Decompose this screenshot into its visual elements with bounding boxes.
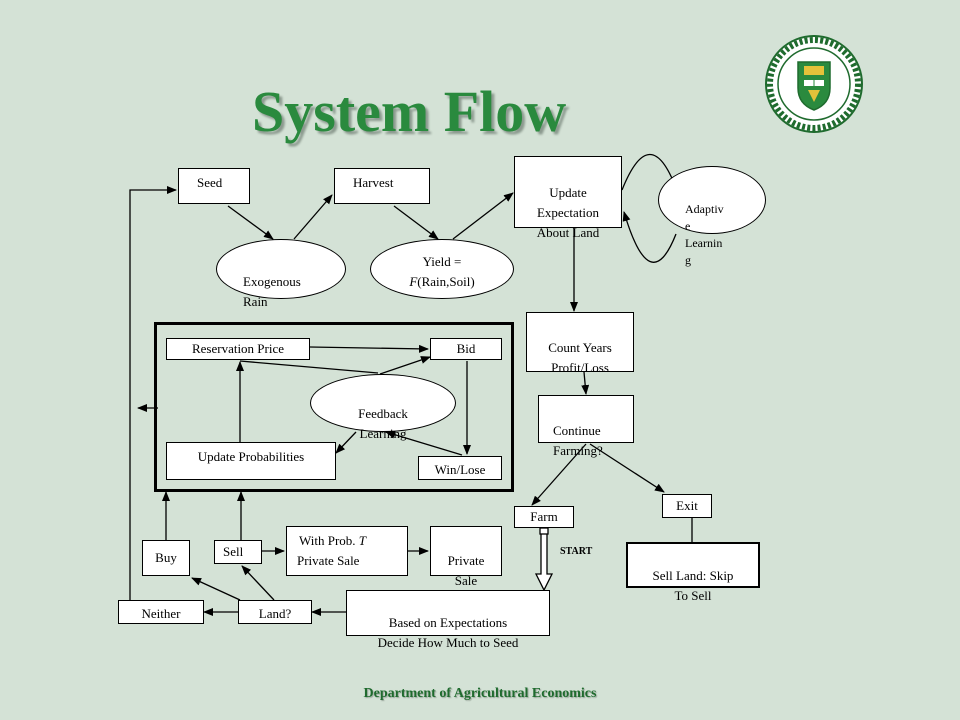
based-on-expectations-box: Based on Expectations Decide How Much to…: [346, 590, 550, 650]
harvest-label: Harvest: [353, 175, 394, 190]
bid-label: Bid: [456, 341, 476, 356]
neither-box: Neither: [118, 600, 204, 624]
update-expectation-label: Update Expectation About Land: [536, 185, 600, 240]
exit-box: Exit: [662, 494, 712, 518]
university-logo: [765, 35, 863, 133]
arrow-reservation-bid: [309, 344, 429, 353]
yield-oval: Yield = F(Rain,Soil): [370, 239, 514, 299]
private-sale-box: Private Sale: [430, 526, 502, 588]
arrow-neither-seed: [129, 186, 177, 600]
count-years-label: Count Years Profit/Loss: [548, 340, 612, 375]
feedback-learning-oval: Feedback Learning: [310, 374, 456, 441]
continue-farming-label: Continue Farming?: [553, 423, 603, 458]
exogenous-rain-oval: Exogenous Rain: [216, 239, 346, 309]
arrow-adaptive-update: [622, 211, 677, 263]
footer-department: Department of Agricultural Economics: [363, 686, 597, 701]
yield-label: Yield =: [422, 254, 462, 269]
harvest-box: Harvest: [334, 168, 430, 204]
exit-label: Exit: [676, 498, 698, 513]
adaptive-learning-label: Adaptiv e Learnin g: [685, 202, 724, 267]
count-years-box: Count Years Profit/Loss: [526, 312, 634, 375]
continue-farming-box: Continue Farming?: [538, 395, 634, 458]
sell-land-skip-box: Sell Land: Skip To Sell: [626, 542, 760, 603]
arrow-rain-harvest: [293, 194, 333, 240]
update-expectation-box: Update Expectation About Land: [514, 156, 622, 240]
arrow-feedback-updateprob: [335, 431, 357, 454]
arrow-update-adaptive: [621, 154, 677, 191]
arrow-continue-exit: [589, 443, 665, 493]
start-label: START: [560, 546, 593, 557]
reservation-price-label: Reservation Price: [191, 341, 285, 356]
bidding-frame: [154, 322, 514, 492]
arrow-seed-rain: [227, 205, 274, 240]
reservation-price-box: Reservation Price: [166, 338, 310, 360]
start-hollow-arrow: [534, 527, 554, 592]
feedback-learning-label: Feedback Learning: [358, 406, 408, 441]
update-probabilities-label: Update Probabilities: [197, 449, 305, 464]
with-prob-line2: Private Sale: [297, 553, 360, 568]
sell-land-skip-label: Sell Land: Skip To Sell: [652, 568, 734, 603]
line-reservation-feedback: [239, 360, 379, 374]
buy-box: Buy: [142, 540, 190, 576]
neither-label: Neither: [141, 606, 181, 621]
private-sale-label: Private Sale: [447, 553, 485, 588]
arrow-count-continue: [581, 371, 590, 395]
bid-box: Bid: [430, 338, 502, 360]
sell-box: Sell: [214, 540, 262, 564]
arrow-yield-update: [452, 192, 514, 240]
slide-title: System Flow: [252, 79, 567, 144]
win-lose-label: Win/Lose: [434, 462, 486, 477]
sell-label: Sell: [223, 544, 244, 559]
buy-label: Buy: [155, 550, 177, 565]
with-prob-line1: With Prob. T: [299, 533, 367, 548]
update-probabilities-box: Update Probabilities: [166, 442, 336, 480]
with-prob-box: With Prob. T Private Sale: [286, 526, 408, 576]
based-on-expectations-label: Based on Expectations Decide How Much to…: [377, 615, 519, 650]
arrow-land-buy: [191, 577, 241, 601]
farm-box: Farm: [514, 506, 574, 528]
adaptive-learning-oval: Adaptiv e Learnin g: [658, 166, 766, 267]
land-box: Land?: [238, 600, 312, 624]
land-label: Land?: [258, 606, 292, 621]
farm-label: Farm: [530, 509, 558, 524]
yield-formula: F(Rain,Soil): [409, 274, 475, 289]
start-arrow-cap: [539, 527, 549, 535]
seed-label: Seed: [197, 175, 223, 190]
seed-box: Seed: [178, 168, 250, 204]
exogenous-rain-label: Exogenous Rain: [243, 274, 301, 309]
arrow-feedback-bid: [379, 356, 431, 375]
win-lose-box: Win/Lose: [418, 456, 502, 480]
arrow-continue-farm: [531, 443, 587, 506]
arrow-harvest-yield: [393, 205, 439, 240]
arrow-land-sell: [241, 565, 275, 601]
